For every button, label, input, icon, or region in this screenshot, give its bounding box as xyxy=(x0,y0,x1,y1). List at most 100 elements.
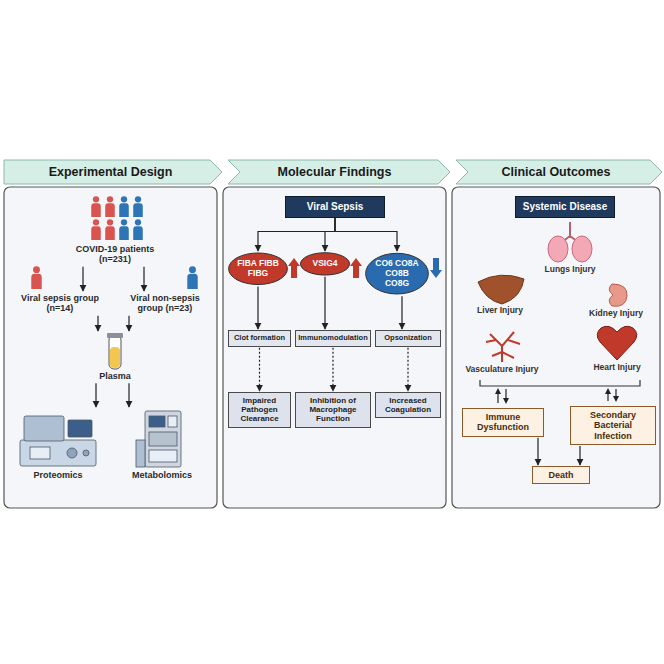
change-arrow xyxy=(350,258,362,278)
kidney-icon xyxy=(609,284,627,306)
feedback-arrow xyxy=(497,393,498,403)
feedback-arrow xyxy=(495,388,619,404)
dotted-arrow xyxy=(332,348,333,391)
patient-icons xyxy=(91,196,101,217)
node-text: Immune Dysfunction xyxy=(467,412,539,433)
feedback-arrow xyxy=(615,389,616,397)
change-arrow xyxy=(288,258,300,278)
patient-icons xyxy=(31,196,197,289)
panel-heading: Molecular Findings xyxy=(223,160,446,184)
header-chevron xyxy=(4,160,662,184)
sample-tube: Plasma xyxy=(90,332,140,382)
patient-icons xyxy=(105,196,115,217)
plasma-tube xyxy=(107,333,123,338)
node-text: Death xyxy=(537,470,585,480)
node-text: COVID-19 patients (n=231) xyxy=(61,244,169,265)
arrow xyxy=(324,277,325,329)
panel-frame xyxy=(223,187,446,508)
process-box: Opsonization xyxy=(375,330,441,347)
metabolomics-instrument xyxy=(149,416,165,427)
node-text: Increased Coagulation xyxy=(378,396,438,414)
oval-outline xyxy=(229,253,288,285)
node-text: CO6 CO8A CO8B CO8G xyxy=(372,259,422,288)
node-text: Inhibition of Macrophage Function xyxy=(298,396,368,424)
heart-icon xyxy=(597,326,637,360)
outcome-box: Death xyxy=(532,466,590,484)
proteomics-instrument xyxy=(67,448,77,458)
bracket xyxy=(480,380,640,386)
plasma-tube xyxy=(109,335,121,369)
patient-icons xyxy=(119,219,129,240)
node-text: Plasma xyxy=(91,371,139,381)
arrow xyxy=(128,383,129,407)
proteomics-instrument xyxy=(24,416,64,441)
panel-heading: Clinical Outcomes xyxy=(452,160,660,184)
node-text: Proteomics xyxy=(15,470,101,480)
node-text: Impaired Pathogen Clearance xyxy=(231,396,288,424)
feedback-arrow xyxy=(605,388,611,394)
organ-label: Vasculature Injury xyxy=(455,365,549,375)
panel: Molecular FindingsViral SepsisFIBA FIBB … xyxy=(223,160,446,508)
arrow xyxy=(579,446,580,465)
outcome-box: Secondary Bacterial Infection xyxy=(570,406,656,445)
change-arrow xyxy=(430,258,442,278)
node-text: Systemic Disease xyxy=(520,201,610,213)
header-chevron xyxy=(4,160,222,184)
oval-outline xyxy=(366,253,429,294)
heart-icon xyxy=(597,326,637,360)
bracket xyxy=(480,380,640,386)
node-text: VSIG4 xyxy=(307,259,343,269)
metabolomics-instrument xyxy=(136,411,181,467)
proteomics-instrument xyxy=(30,447,50,459)
panel-frame xyxy=(4,187,660,508)
node-text: Clot formation xyxy=(231,334,288,343)
metabolomics-instrument xyxy=(149,432,177,446)
arrow xyxy=(325,218,335,252)
arrow xyxy=(257,287,258,329)
panel: Experimental DesignCOVID-19 patients (n=… xyxy=(4,160,217,508)
node-text: Viral sepsis group (n=14) xyxy=(15,293,105,314)
arrow xyxy=(401,296,402,329)
proteomics-instrument xyxy=(68,420,92,437)
feedback-arrow xyxy=(505,389,506,399)
condition-box: Systemic Disease xyxy=(515,196,615,218)
organ-label: Heart Injury xyxy=(580,363,654,373)
arrow xyxy=(143,267,144,291)
proteomics-instrument xyxy=(20,416,96,466)
patient-icons xyxy=(105,219,115,240)
proteomics-instrument xyxy=(20,440,96,466)
protein-oval: CO6 CO8A CO8B CO8G xyxy=(365,252,429,295)
node-text: Secondary Bacterial Infection xyxy=(575,410,651,441)
plasma-tube xyxy=(107,333,123,369)
node-text: FIBA FIBB FIBG xyxy=(235,259,281,279)
metabolomics-instrument xyxy=(149,450,177,462)
vasculature-icon xyxy=(486,332,520,362)
metabolomics-instrument xyxy=(168,416,177,427)
arrow xyxy=(95,383,96,407)
panel: Clinical OutcomesSystemic DiseaseImmune … xyxy=(452,160,660,508)
node-text: Opsonization xyxy=(378,334,438,343)
patient-icons xyxy=(133,219,143,240)
organ-label: Lungs Injury xyxy=(535,265,605,275)
node-text: Immunomodulation xyxy=(298,334,368,343)
effect-box: Inhibition of Macrophage Function xyxy=(295,392,371,428)
panel-heading: Experimental Design xyxy=(4,160,217,184)
process-box: Clot formation xyxy=(228,330,291,347)
protein-oval: VSIG4 xyxy=(300,252,350,276)
feedback-arrow xyxy=(503,398,509,404)
metabolomics-instrument xyxy=(145,411,181,467)
instrument: Metabolomics xyxy=(118,408,206,481)
cohort-label: COVID-19 patients (n=231) xyxy=(60,243,170,266)
proteomics-instrument xyxy=(83,450,89,456)
protein-oval: FIBA FIBB FIBG xyxy=(228,252,288,286)
effect-box: Impaired Pathogen Clearance xyxy=(228,392,291,428)
metabolomics-instrument xyxy=(136,440,145,467)
lungs-icon xyxy=(572,236,592,262)
condition-box: Viral Sepsis xyxy=(285,196,385,218)
node-text: Viral Sepsis xyxy=(290,201,380,213)
process-box: Immunomodulation xyxy=(295,330,371,347)
effect-box: Increased Coagulation xyxy=(375,392,441,418)
liver-icon xyxy=(478,275,524,304)
arrow xyxy=(128,316,129,331)
outcome-box: Immune Dysfunction xyxy=(462,408,544,437)
